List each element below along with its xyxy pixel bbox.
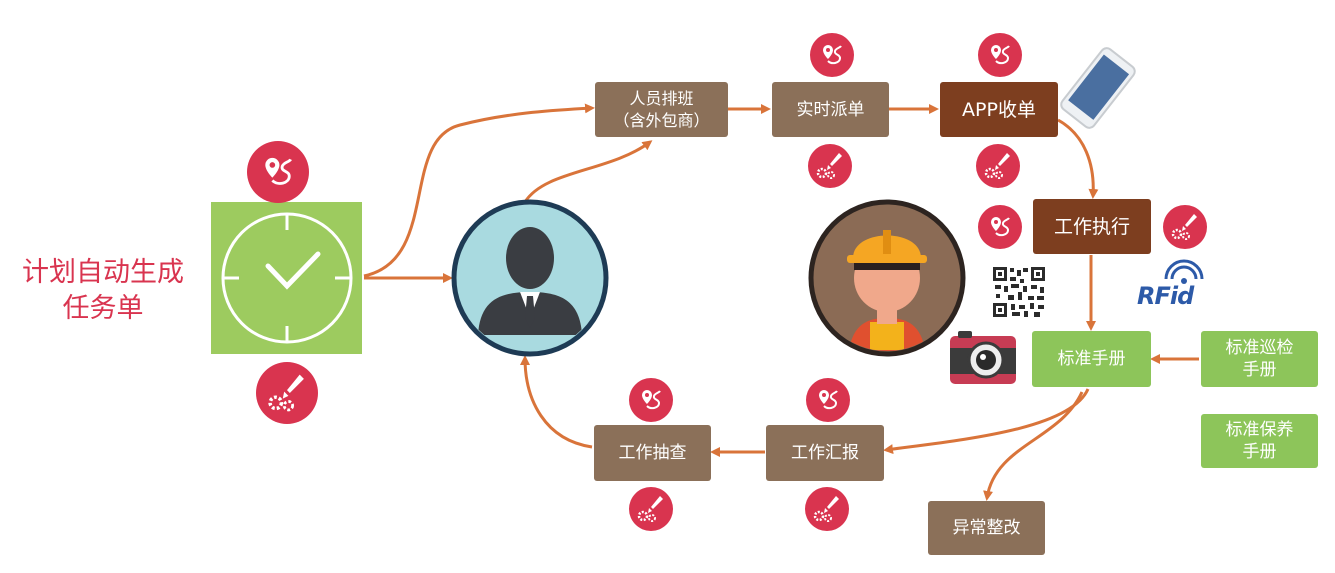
- manager-avatar-icon: [451, 199, 609, 357]
- plan-auto-task-title: 计划自动生成 任务单: [22, 257, 184, 324]
- location-pin-icon: [806, 378, 850, 422]
- qr-code-icon: [993, 267, 1045, 317]
- settings-gear-icon: [1163, 205, 1207, 249]
- location-pin-icon: [629, 378, 673, 422]
- node-execution[interactable]: 工作执行: [1033, 199, 1151, 254]
- rfid-icon: [1164, 259, 1204, 284]
- node-maintenance-manual[interactable]: 标准保养 手册: [1201, 414, 1318, 468]
- settings-gear-icon: [808, 144, 852, 188]
- node-standard-manual[interactable]: 标准手册: [1032, 331, 1151, 387]
- location-pin-icon: [978, 205, 1022, 249]
- settings-gear-icon: [805, 487, 849, 531]
- node-rectification[interactable]: 异常整改: [928, 501, 1045, 555]
- arrow-manual-to-report: [883, 388, 1090, 455]
- settings-gear-icon: [256, 362, 318, 424]
- arrow-clock-to-scheduling: [363, 103, 595, 278]
- location-pin-icon: [810, 33, 854, 77]
- node-spot-check[interactable]: 工作抽查: [594, 425, 711, 481]
- arrow-manager-to-scheduling: [523, 140, 653, 203]
- phone-icon: [1060, 47, 1136, 129]
- worker-avatar-icon: [808, 199, 966, 357]
- node-scheduling[interactable]: 人员排班 （含外包商）: [595, 82, 728, 137]
- location-pin-icon: [247, 141, 309, 203]
- node-report[interactable]: 工作汇报: [766, 425, 884, 481]
- settings-gear-icon: [629, 487, 673, 531]
- node-app-receive[interactable]: APP收单: [940, 82, 1058, 137]
- clock-icon: [211, 202, 362, 354]
- rfid-label: RFid: [1137, 282, 1194, 310]
- node-inspection-manual[interactable]: 标准巡检 手册: [1201, 331, 1318, 387]
- settings-gear-icon: [976, 144, 1020, 188]
- arrow-app-to-execution: [1057, 118, 1099, 199]
- node-dispatch[interactable]: 实时派单: [772, 82, 889, 137]
- arrow-manual-to-rectification: [983, 391, 1084, 501]
- location-pin-icon: [978, 33, 1022, 77]
- camera-icon: [950, 331, 1016, 384]
- arrow-spotcheck-to-manager: [520, 355, 593, 449]
